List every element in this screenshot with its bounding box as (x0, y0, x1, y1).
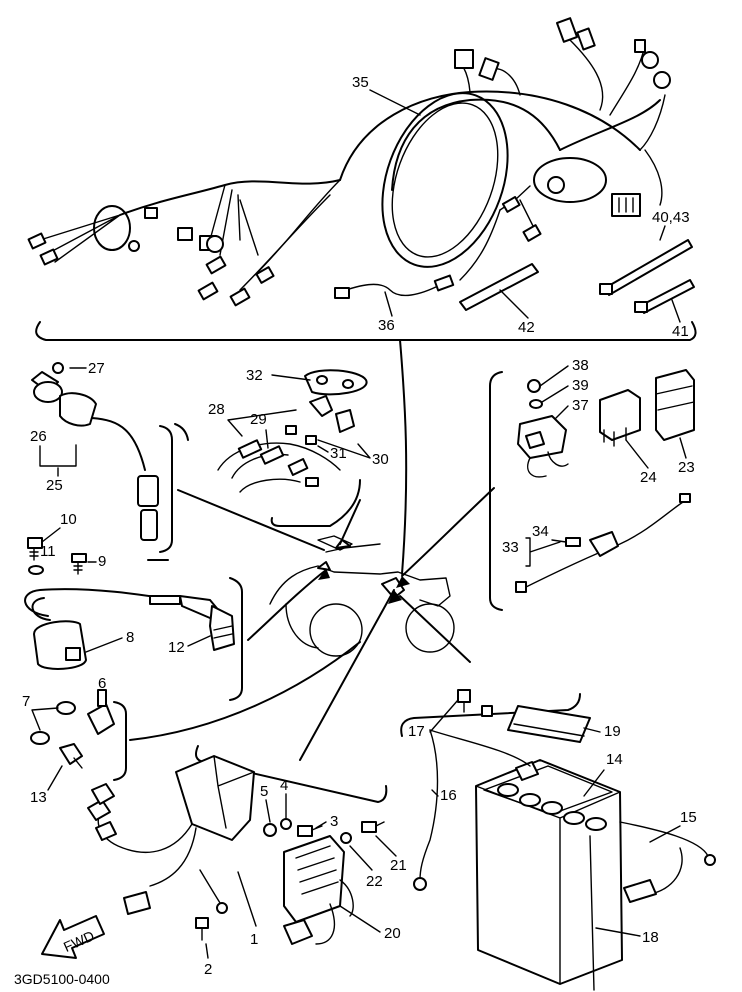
relay-group (489, 369, 695, 611)
callout-20: 20 (384, 925, 401, 942)
battery-group (400, 689, 716, 991)
callout-8: 8 (126, 629, 134, 646)
callout-5: 5 (260, 783, 268, 800)
callout-17: 17 (408, 723, 425, 740)
leader-lines (129, 339, 495, 761)
callout-31: 31 (330, 445, 347, 462)
callout-41: 41 (672, 323, 689, 340)
coupler-group (147, 369, 368, 561)
callout-30: 30 (372, 451, 389, 468)
callout-36: 36 (378, 317, 395, 334)
callout-16: 16 (440, 787, 457, 804)
callout-38: 38 (572, 357, 589, 374)
forward-arrow-icon: FWD (41, 915, 105, 959)
switch-group (30, 689, 127, 781)
callout-33: 33 (502, 539, 519, 556)
ignition-coil-group (24, 577, 243, 701)
callout-7: 7 (22, 693, 30, 710)
callout-11: 11 (40, 543, 56, 560)
callout-32: 32 (246, 367, 263, 384)
callout-35: 35 (352, 74, 369, 91)
callout-15: 15 (680, 809, 697, 826)
callout-25: 25 (46, 477, 63, 494)
callout-13: 13 (30, 789, 47, 806)
callout-6: 6 (98, 675, 106, 692)
callout-23: 23 (678, 459, 695, 476)
diagram-code: 3GD5100-0400 (14, 971, 110, 987)
callout-10: 10 (60, 511, 77, 528)
callout-34: 34 (532, 523, 549, 540)
bolt-group (27, 537, 87, 575)
callout-3: 3 (330, 813, 338, 830)
callout-9: 9 (98, 553, 106, 570)
callout-39: 39 (572, 377, 589, 394)
callout-24: 24 (640, 469, 657, 486)
callout-37: 37 (572, 397, 589, 414)
callout-28: 28 (208, 401, 225, 418)
callout-26: 26 (30, 428, 47, 445)
callout-19: 19 (604, 723, 621, 740)
callout-29: 29 (250, 411, 267, 428)
wire-harness-group (27, 17, 697, 341)
callout-42: 42 (518, 319, 535, 336)
ignition-cap-group (31, 362, 173, 553)
cdi-unit-group (87, 745, 388, 941)
callout-4: 4 (280, 777, 288, 794)
callout-40-43: 40,43 (652, 209, 690, 226)
callout-21: 21 (390, 857, 407, 874)
callout-27: 27 (88, 360, 105, 377)
callout-22: 22 (366, 873, 383, 890)
callout-14: 14 (606, 751, 623, 768)
callout-1: 1 (250, 931, 258, 948)
callout-18: 18 (642, 929, 659, 946)
callout-12: 12 (168, 639, 185, 656)
callout-2: 2 (204, 961, 212, 978)
